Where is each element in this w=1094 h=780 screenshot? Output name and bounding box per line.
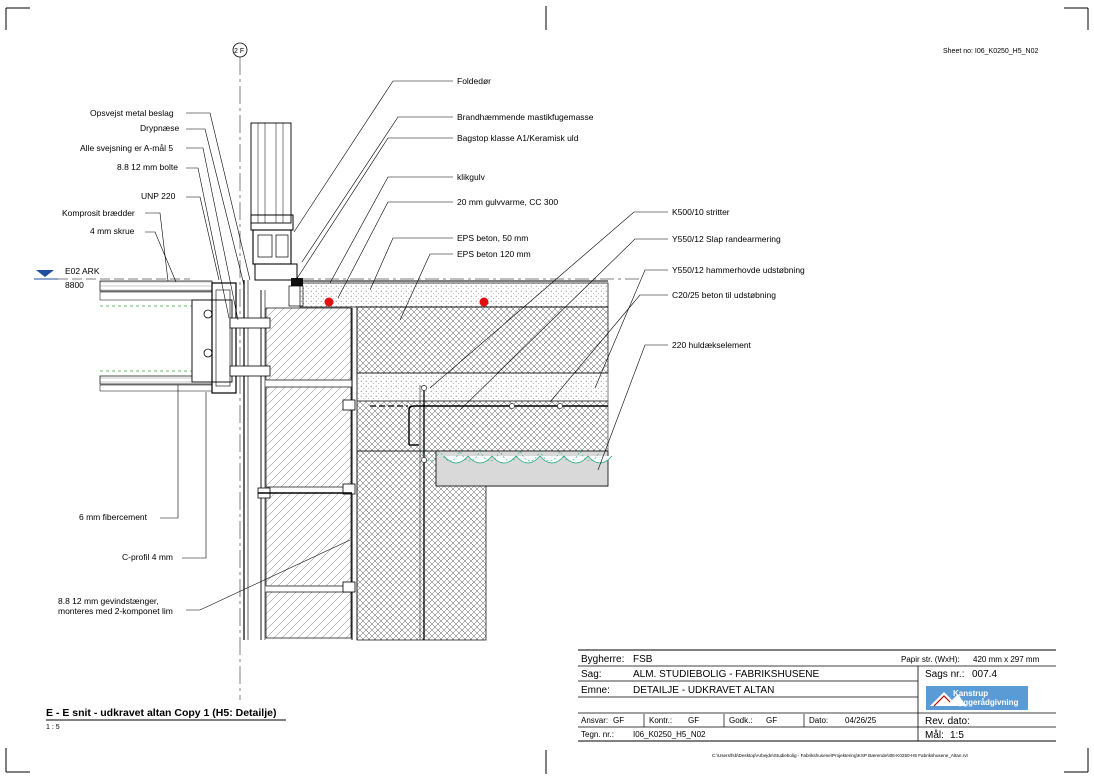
level-value: 8800 bbox=[65, 280, 84, 290]
tegn-label: Tegn. nr.: bbox=[581, 730, 614, 739]
godk-value: GF bbox=[766, 716, 777, 725]
label-opsvejst-metal-beslag: Opsvejst metal beslag bbox=[90, 108, 174, 118]
file-path: C:\Users\fsb\Desktop\Arbejde\Studiebolig… bbox=[712, 753, 968, 758]
label-stritter: K500/10 stritter bbox=[672, 207, 730, 217]
label-fibercement: 6 mm fibercement bbox=[79, 512, 148, 522]
label-huldaekselement: 220 huldækselement bbox=[672, 340, 752, 350]
papir-label: Papir str. (WxH): bbox=[901, 655, 960, 664]
godk-label: Godk.: bbox=[729, 716, 753, 725]
section-detail bbox=[99, 122, 613, 641]
label-foldedoer: Foldedør bbox=[457, 76, 491, 86]
dato-value: 04/26/25 bbox=[845, 716, 877, 725]
sagsnr-value: 007.4 bbox=[972, 669, 997, 680]
leaders-right bbox=[293, 80, 668, 471]
title-block: Bygherre: FSB Papir str. (WxH): 420 mm x… bbox=[578, 649, 1056, 742]
sagsnr-label: Sags nr.: bbox=[925, 669, 964, 680]
leaders-left bbox=[145, 112, 351, 611]
label-gulvvarme: 20 mm gulvvarme, CC 300 bbox=[457, 197, 558, 207]
sheet-number: Sheet no: I06_K0250_H5_N02 bbox=[943, 48, 1038, 55]
revdato-label: Rev. dato: bbox=[925, 716, 970, 727]
label-unp-220: UNP 220 bbox=[141, 191, 176, 201]
bygherre-label: Bygherre: bbox=[581, 654, 624, 665]
emne-value: DETAILJE - UDKRAVET ALTAN bbox=[633, 685, 774, 696]
sag-value: ALM. STUDIEBOLIG - FABRIKSHUSENE bbox=[633, 669, 819, 680]
kontr-label: Kontr.: bbox=[649, 716, 672, 725]
view-title-block: E - E snit - udkravet altan Copy 1 (H5: … bbox=[46, 707, 286, 731]
label-c-profil: C-profil 4 mm bbox=[122, 552, 173, 562]
bygherre-value: FSB bbox=[633, 654, 653, 665]
label-svejsning: Alle svejsning er A-mål 5 bbox=[80, 143, 173, 153]
maal-label: Mål: bbox=[925, 729, 944, 741]
dato-label: Dato: bbox=[809, 716, 828, 725]
label-bolte: 8.8 12 mm bolte bbox=[117, 162, 178, 172]
label-bagstop: Bagstop klasse A1/Keramisk uld bbox=[457, 133, 579, 143]
logo-line1: Kanstrup bbox=[953, 689, 988, 698]
emne-label: Emne: bbox=[581, 685, 610, 696]
crop-marks bbox=[5, 6, 1089, 774]
view-scale: 1 : 5 bbox=[46, 724, 60, 731]
grid-marker: 2 F bbox=[232, 42, 248, 700]
logo-line2: Byggerådgivning bbox=[953, 698, 1018, 707]
level-name: E02 ARK bbox=[65, 266, 100, 276]
label-klikgulv: klikgulv bbox=[457, 172, 486, 182]
label-eps-beton-120: EPS beton 120 mm bbox=[457, 249, 531, 259]
label-beton-udstoebning: C20/25 beton til udstøbning bbox=[672, 290, 776, 300]
company-logo: Kanstrup Byggerådgivning bbox=[926, 686, 1028, 710]
label-gevindstaenger: 8.8 12 mm gevindstænger, bbox=[58, 596, 159, 606]
papir-value: 420 mm x 297 mm bbox=[973, 655, 1040, 664]
label-brandhaemmende: Brandhæmmende mastikfugemasse bbox=[457, 112, 594, 122]
grid-marker-label: 2 F bbox=[234, 48, 244, 55]
tegn-value: I06_K0250_H5_N02 bbox=[633, 730, 706, 739]
sag-label: Sag: bbox=[581, 669, 602, 680]
kontr-value: GF bbox=[688, 716, 699, 725]
label-hammerhovde: Y550/12 hammerhovde udstøbning bbox=[672, 265, 805, 275]
labels-left: Opsvejst metal beslag Drypnæse Alle svej… bbox=[58, 108, 179, 616]
level-marker: E02 ARK 8800 bbox=[34, 266, 640, 290]
maal-value: 1:5 bbox=[950, 730, 964, 741]
label-gevindstaenger-2: monteres med 2-komponet lim bbox=[58, 606, 173, 616]
label-randearmering: Y550/12 Slap randearmering bbox=[672, 234, 781, 244]
view-title: E - E snit - udkravet altan Copy 1 (H5: … bbox=[46, 707, 276, 719]
label-komprosit-braedder: Komprosit brædder bbox=[62, 208, 135, 218]
ansvar-value: GF bbox=[613, 716, 624, 725]
labels-right: Foldedør Brandhæmmende mastikfugemasse B… bbox=[457, 76, 805, 350]
ansvar-label: Ansvar: bbox=[581, 716, 608, 725]
label-drypnaese: Drypnæse bbox=[140, 123, 179, 133]
label-skrue: 4 mm skrue bbox=[90, 226, 135, 236]
label-eps-beton-50: EPS beton, 50 mm bbox=[457, 233, 528, 243]
